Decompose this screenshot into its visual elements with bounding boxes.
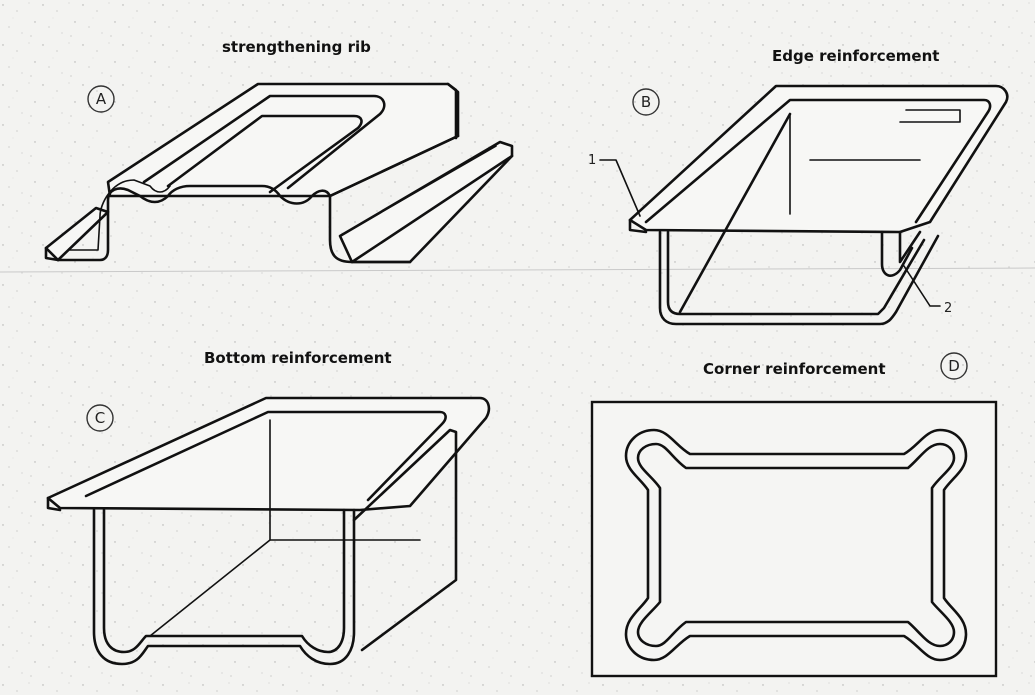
panel-a-caption: strengthening rib: [222, 38, 371, 56]
panel-d-letter-circle: [940, 352, 968, 380]
panel-b-callout-line-2: [903, 265, 941, 307]
panel-d-corner-reinforcement: D: [590, 352, 998, 678]
panel-c-flange: [46, 396, 491, 512]
panel-b-edge-reinforcement: B 1 2: [588, 84, 1009, 326]
panel-b-letter: B: [641, 93, 651, 111]
panel-a-rib-top: [106, 82, 460, 198]
panel-a-front-profile: [56, 184, 412, 264]
panel-b-callout-line-1: [599, 159, 641, 217]
panel-c-bottom-reinforcement: C: [46, 396, 491, 666]
panel-d-caption: Corner reinforcement: [703, 360, 886, 378]
panel-d-letter: D: [948, 357, 960, 375]
panel-a-strengthening-rib: A: [44, 82, 514, 264]
panel-c-caption: Bottom reinforcement: [204, 349, 392, 367]
panel-c-letter-circle: [86, 404, 114, 432]
panel-b-caption: Edge reinforcement: [772, 47, 940, 65]
panel-b-callout-1: 1: [588, 153, 596, 168]
panel-a-letter: A: [96, 90, 107, 108]
panel-b-callout-2: 2: [944, 301, 952, 316]
paper-fold-line: [0, 267, 1035, 273]
panel-a-letter-circle: [87, 85, 115, 113]
panel-d-inner-rib: [636, 442, 956, 648]
panel-d-outer-rib: [624, 428, 968, 662]
panel-c-letter: C: [95, 409, 105, 427]
panel-c-walls: [92, 508, 356, 666]
panel-b-letter-circle: [632, 88, 660, 116]
panel-b-box: [658, 230, 940, 326]
panel-a-u-rib: [142, 94, 386, 190]
